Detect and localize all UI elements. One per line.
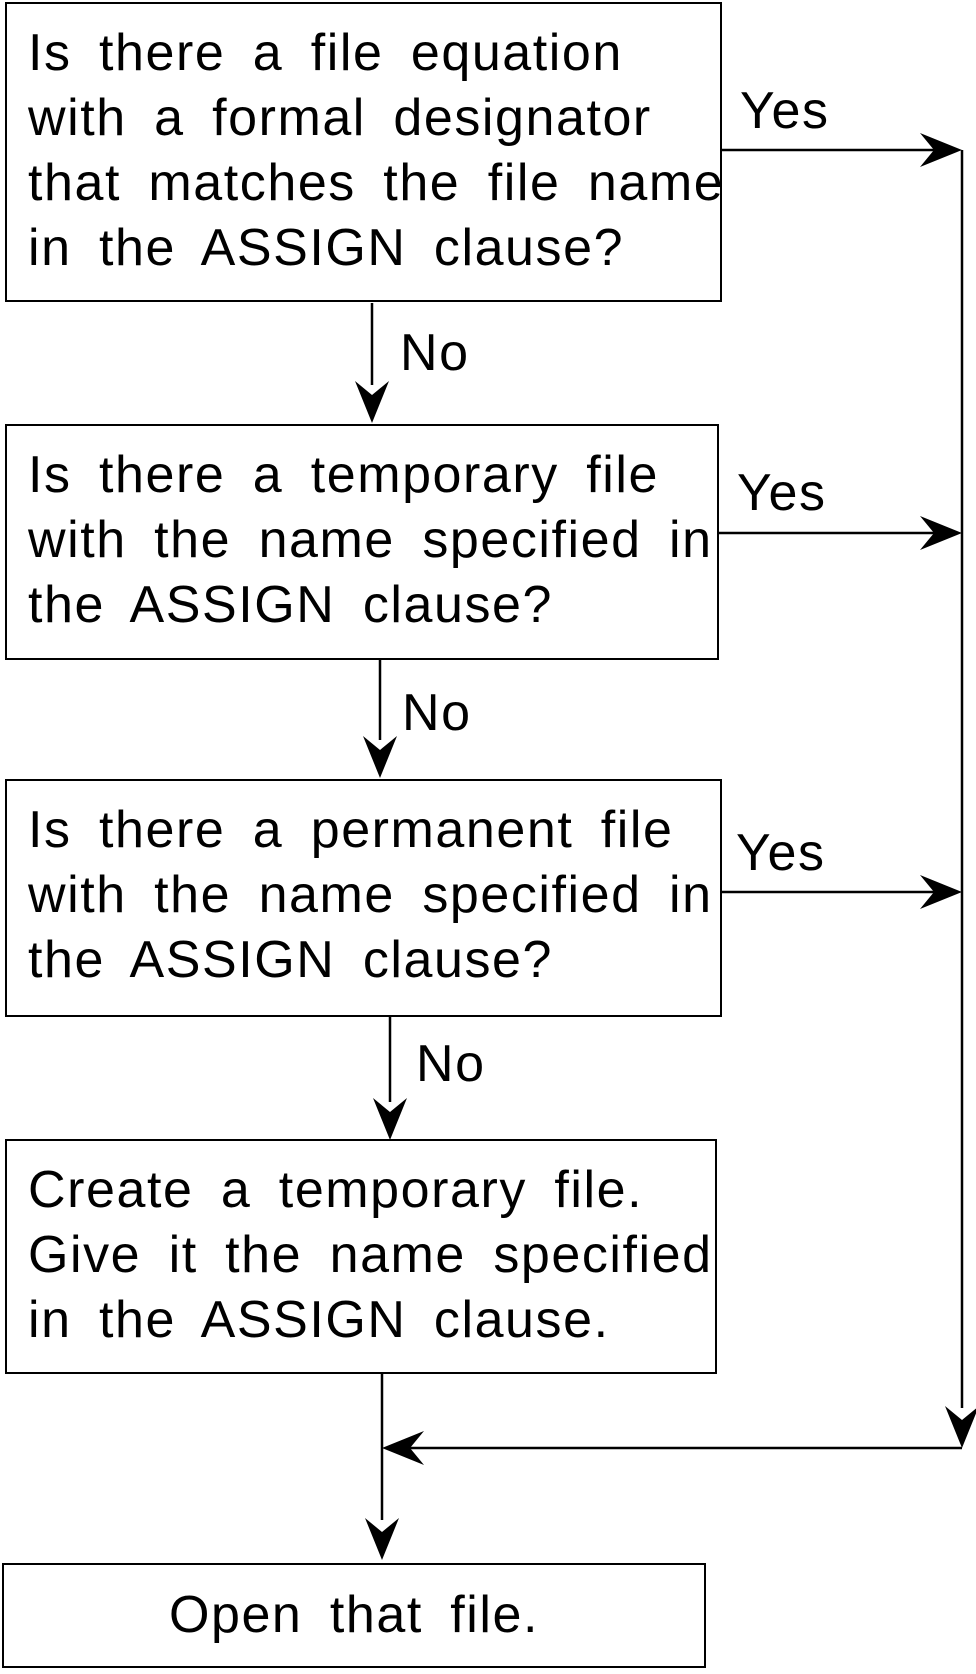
edge-label-no-3: No — [416, 1035, 486, 1093]
decision-box-permanent-file: Is there a permanent file with the name … — [5, 779, 722, 1017]
box-text-line: with the name specified in — [28, 866, 713, 924]
edge-yes-1-arrowhead — [920, 133, 962, 167]
merge-arrowhead — [382, 1431, 424, 1465]
edge-no-1-arrowhead — [355, 381, 389, 423]
box-text-line: with the name specified in — [28, 511, 713, 569]
box-text-line: that matches the file name — [28, 154, 725, 212]
edge-no-3-arrowhead — [373, 1098, 407, 1140]
box-text-line: Is there a temporary file — [28, 446, 659, 504]
edge-label-no-2: No — [402, 684, 472, 742]
box-text-line: Create a temporary file. — [28, 1161, 644, 1219]
box-text-line: the ASSIGN clause? — [28, 576, 554, 634]
action-box-open-file: Open that file. — [2, 1563, 706, 1668]
box-text-line: Is there a permanent file — [28, 801, 674, 859]
box-text-line: in the ASSIGN clause? — [28, 219, 625, 277]
box-text-line: Open that file. — [168, 1586, 540, 1644]
box-text-line: the ASSIGN clause? — [28, 931, 554, 989]
edge-label-yes-3: Yes — [736, 824, 826, 882]
edge-label-yes-1: Yes — [740, 82, 830, 140]
edge-yes-3-arrowhead — [920, 875, 962, 909]
box-text-line: Give it the name specified — [28, 1226, 713, 1284]
action-box-create-temporary-file: Create a temporary file. Give it the nam… — [5, 1139, 717, 1374]
edge-no-2-arrowhead — [363, 736, 397, 778]
final-drop-arrowhead — [365, 1518, 399, 1560]
edge-label-no-1: No — [400, 324, 470, 382]
right-rail-arrowhead — [945, 1406, 976, 1448]
box-text-line: with a formal designator — [28, 89, 652, 147]
box-text-line: in the ASSIGN clause. — [28, 1291, 610, 1349]
box-text-line: Is there a file equation — [28, 24, 623, 82]
edge-label-yes-2: Yes — [737, 464, 827, 522]
edge-yes-2-arrowhead — [920, 516, 962, 550]
decision-box-file-equation: Is there a file equation with a formal d… — [5, 2, 725, 302]
decision-box-temporary-file: Is there a temporary file with the name … — [5, 424, 719, 660]
